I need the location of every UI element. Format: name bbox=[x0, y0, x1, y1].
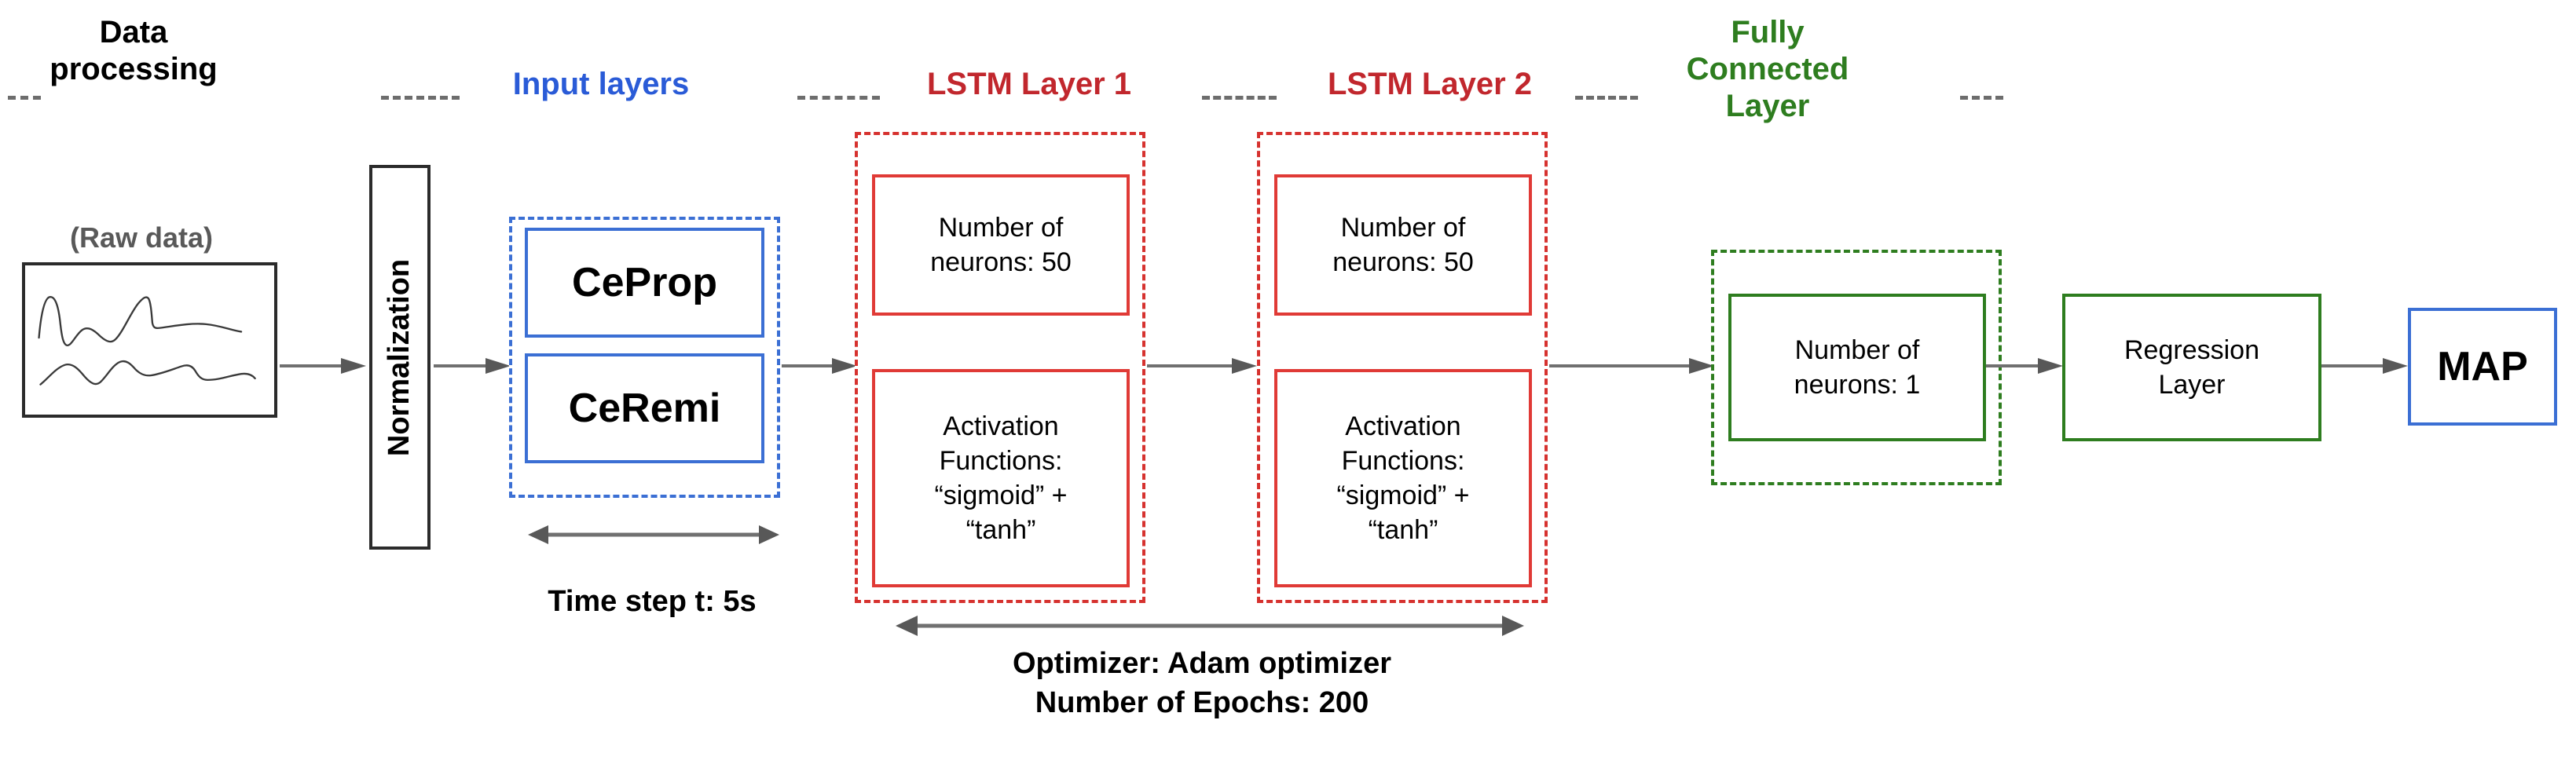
ceprop-label: CeProp bbox=[572, 260, 717, 305]
lstm2-neurons-box: Number of neurons: 50 bbox=[1274, 174, 1532, 316]
fully-connected-neurons-label: Number of neurons: 1 bbox=[1794, 334, 1921, 400]
normalization-label: Normalization bbox=[383, 258, 416, 456]
map-output-box: MAP bbox=[2408, 308, 2557, 426]
arrow-fully-connected-to-regression bbox=[1986, 356, 2065, 376]
lstm1-neurons-label: Number of neurons: 50 bbox=[930, 212, 1072, 277]
arrow-regression-to-map bbox=[2321, 356, 2409, 376]
section-separator-dashed bbox=[797, 96, 880, 100]
normalization-box: Normalization bbox=[369, 165, 431, 550]
lstm1-activation-box: Activation Functions: “sigmoid” + “tanh” bbox=[872, 369, 1130, 587]
section-separator-dashed bbox=[8, 96, 41, 100]
map-label: MAP bbox=[2437, 344, 2528, 389]
arrow-lstm2-to-fully-connected bbox=[1549, 356, 1716, 376]
lstm1-neurons-box: Number of neurons: 50 bbox=[872, 174, 1130, 316]
section-label-input-layers: Input layers bbox=[512, 67, 690, 101]
time-step-label: Time step t: 5s bbox=[548, 585, 757, 618]
regression-layer-box: Regression Layer bbox=[2062, 294, 2321, 441]
arrow-normalization-to-input bbox=[434, 356, 512, 376]
time-step-dimension-arrow bbox=[528, 523, 779, 546]
raw-data-box bbox=[22, 262, 277, 418]
lstm2-activation-box: Activation Functions: “sigmoid” + “tanh” bbox=[1274, 369, 1532, 587]
lstm2-neurons-label: Number of neurons: 50 bbox=[1332, 212, 1474, 277]
optimizer-dimension-arrow bbox=[896, 614, 1524, 638]
input-box-ceremi: CeRemi bbox=[525, 353, 764, 463]
raw-data-caption: (Raw data) bbox=[69, 221, 214, 254]
section-label-lstm-layer-1: LSTM Layer 1 bbox=[926, 67, 1132, 101]
arrow-raw-to-normalization bbox=[280, 356, 368, 376]
lstm1-activation-label: Activation Functions: “sigmoid” + “tanh” bbox=[934, 411, 1068, 546]
arrow-lstm1-to-lstm2 bbox=[1147, 356, 1259, 376]
section-label-data-processing: Data processing bbox=[49, 15, 218, 87]
waveform-icon bbox=[38, 296, 256, 386]
section-label-lstm-layer-2: LSTM Layer 2 bbox=[1327, 67, 1533, 101]
input-box-ceprop: CeProp bbox=[525, 228, 764, 338]
section-separator-dashed bbox=[381, 96, 460, 100]
section-separator-dashed bbox=[1202, 96, 1277, 100]
optimizer-settings-label: Optimizer: Adam optimizer Number of Epoc… bbox=[1012, 647, 1392, 720]
regression-layer-label: Regression Layer bbox=[2124, 334, 2259, 400]
section-separator-dashed bbox=[1575, 96, 1638, 100]
fully-connected-neurons-box: Number of neurons: 1 bbox=[1728, 294, 1986, 441]
lstm2-activation-label: Activation Functions: “sigmoid” + “tanh” bbox=[1336, 411, 1470, 546]
section-separator-dashed bbox=[1960, 96, 2003, 100]
section-label-fully-connected-layer: Fully Connected Layer bbox=[1686, 15, 1849, 124]
ceremi-label: CeRemi bbox=[568, 386, 721, 431]
arrow-input-to-lstm1 bbox=[782, 356, 859, 376]
